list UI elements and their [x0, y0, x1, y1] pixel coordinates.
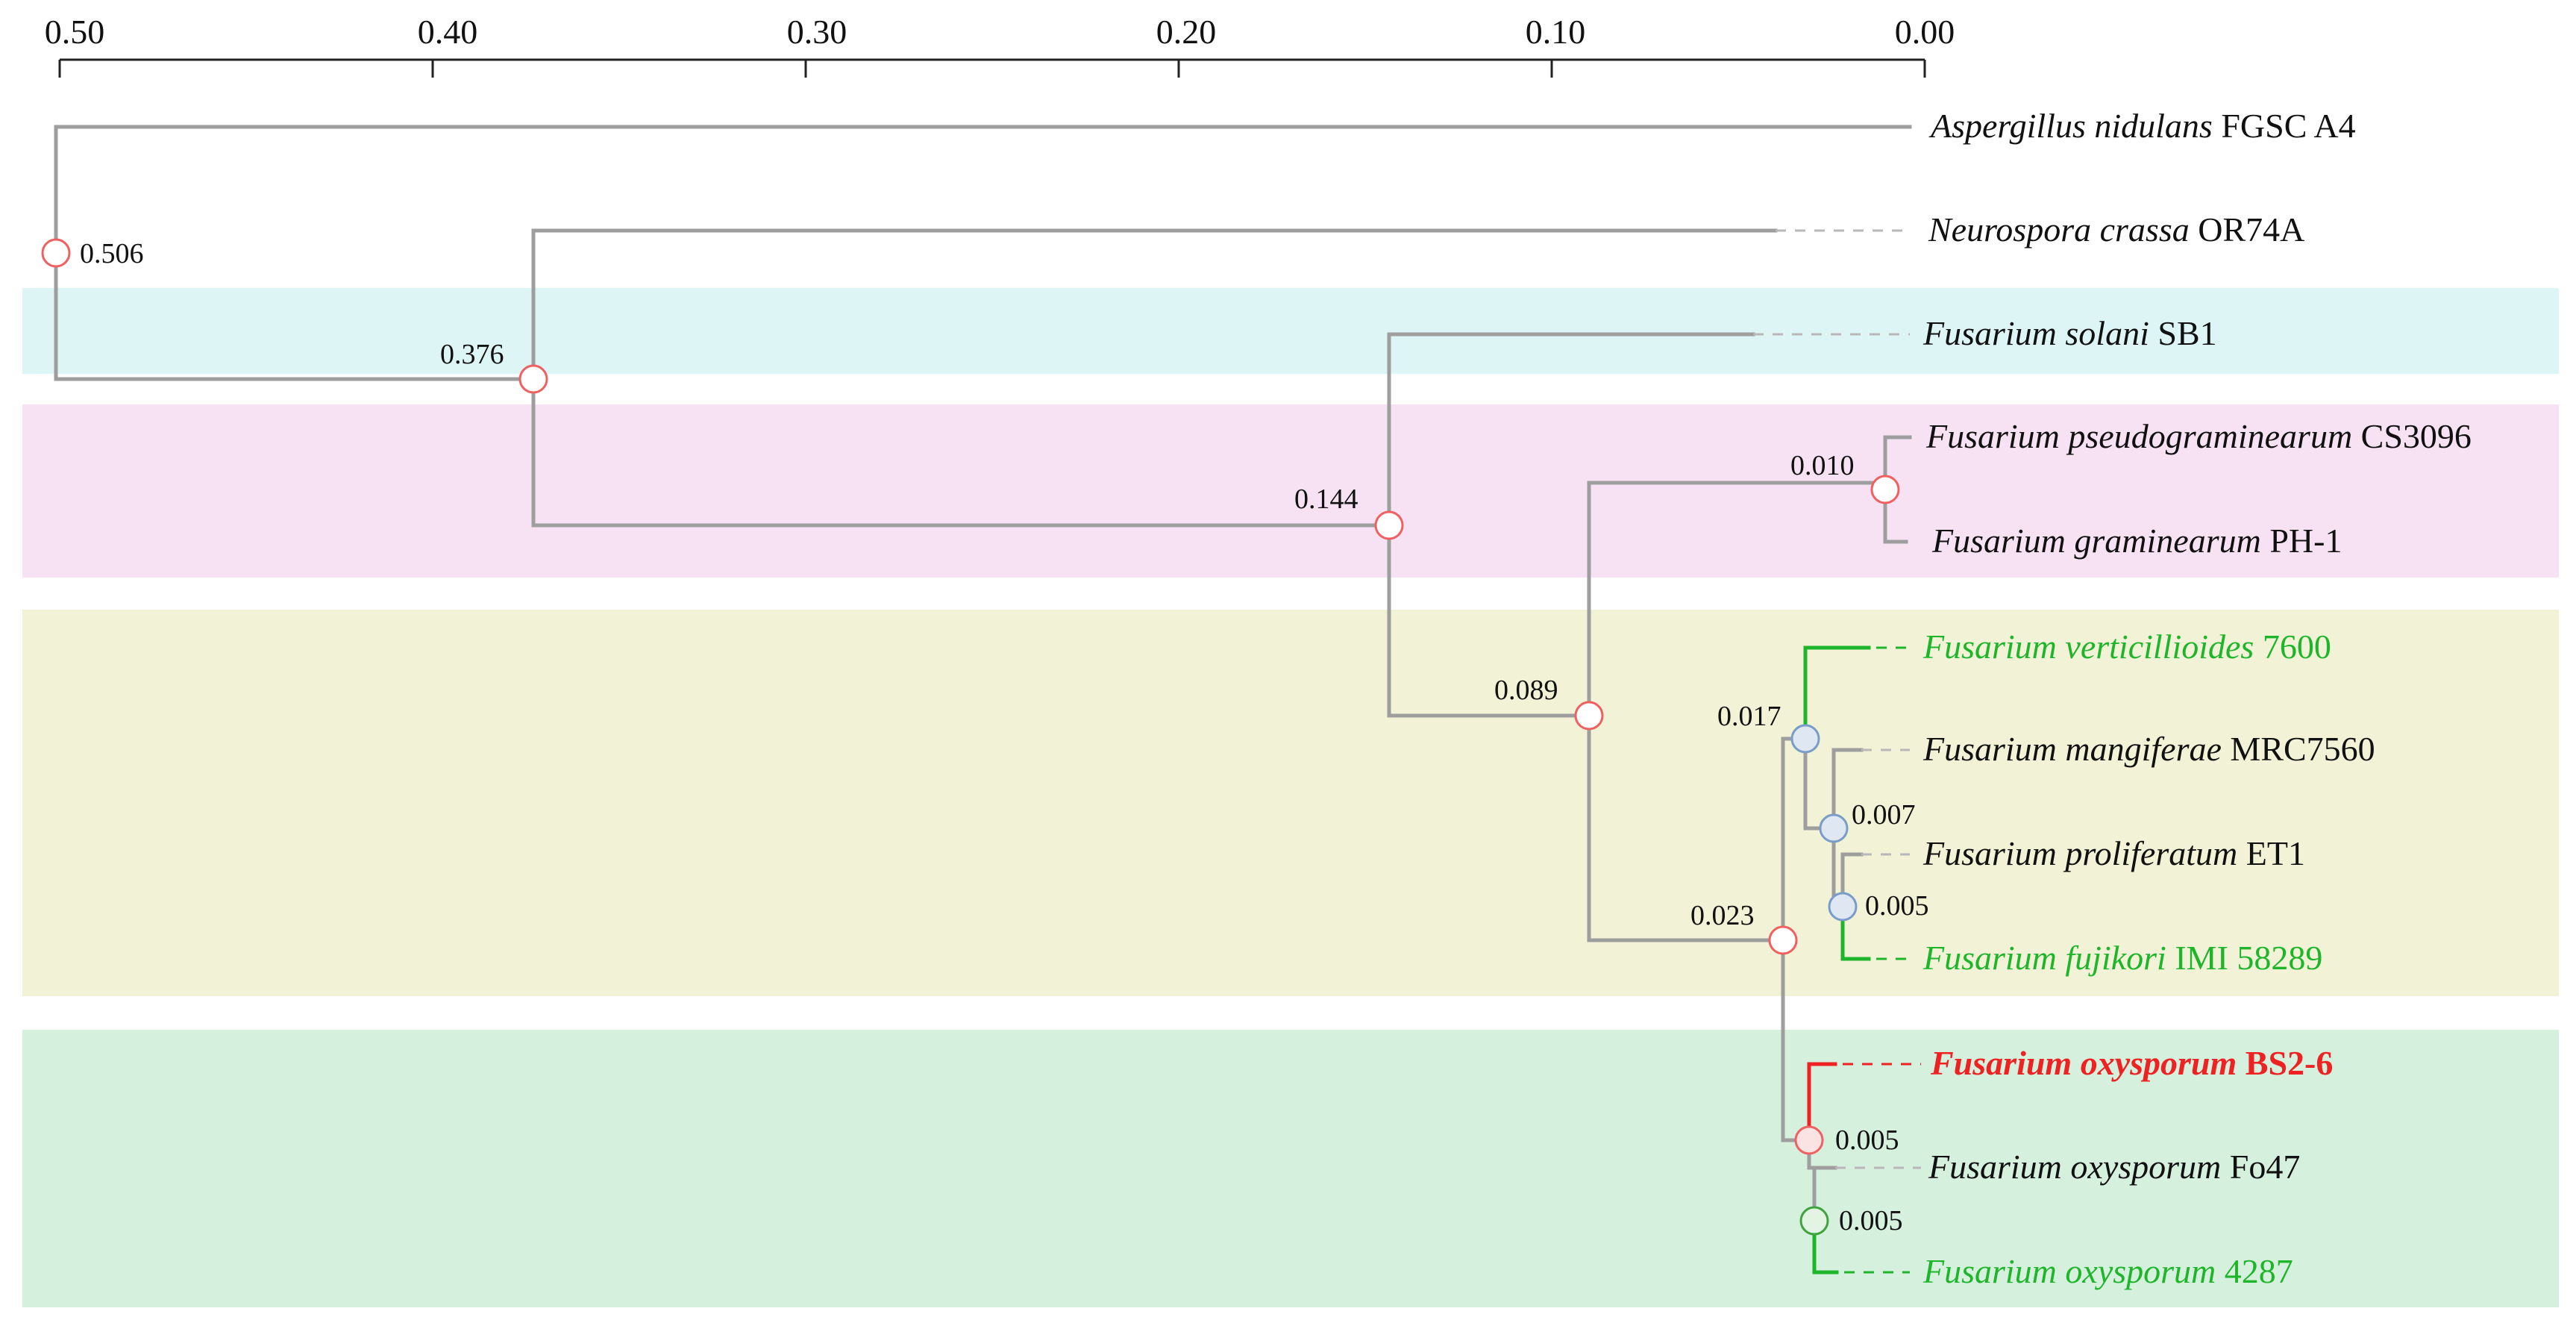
distance-axis: [58, 58, 1926, 78]
taxon-fusarium-oxysporum-fo47: Fusarium oxysporum Fo47: [1928, 1148, 2300, 1186]
clade-bands: [22, 288, 2559, 1307]
highlight-branches: [1803, 645, 1871, 1275]
node-n2: [518, 364, 548, 394]
node-n4: [1870, 475, 1900, 504]
node-label-n8: 0.007: [1852, 799, 1916, 831]
axis-tick-label: 0.50: [45, 13, 105, 51]
node-n7: [1790, 724, 1820, 754]
node-n1: [41, 238, 71, 268]
axis-tick-labels: 0.50 0.40 0.30 0.20 0.10 0.00: [45, 13, 1955, 51]
taxon-fusarium-solani: Fusarium solani SB1: [1922, 314, 2217, 352]
band-oxysporum-complex: [22, 1030, 2559, 1307]
taxon-fusarium-pseudograminearum: Fusarium pseudograminearum CS3096: [1925, 417, 2472, 455]
node-label-n6: 0.023: [1690, 900, 1755, 931]
node-labels: 0.506 0.376 0.144 0.010 0.089 0.023 0.01…: [80, 238, 1929, 1236]
node-label-n9: 0.005: [1865, 890, 1929, 922]
leaf-extensions: [1753, 229, 1921, 1274]
band-fujikuroi-complex: [22, 610, 2559, 996]
node-n3: [1374, 510, 1404, 540]
taxon-neurospora-crassa: Neurospora crassa OR74A: [1928, 210, 2304, 248]
taxon-fusarium-mangiferae: Fusarium mangiferae MRC7560: [1922, 730, 2375, 768]
node-label-n2: 0.376: [440, 339, 504, 370]
taxon-fusarium-oxysporum-4287: Fusarium oxysporum 4287: [1922, 1252, 2293, 1290]
taxon-labels: Aspergillus nidulans FGSC A4 Neurospora …: [1922, 107, 2472, 1290]
node-label-n4: 0.010: [1790, 450, 1855, 481]
node-n5: [1574, 701, 1604, 731]
axis-tick-label: 0.40: [418, 13, 478, 51]
taxon-fusarium-graminearum: Fusarium graminearum PH-1: [1931, 522, 2342, 560]
node-n10: [1794, 1125, 1824, 1155]
axis-tick-label: 0.10: [1526, 13, 1586, 51]
node-label-n11: 0.005: [1839, 1205, 1903, 1236]
branch-verticillioides: [1803, 645, 1871, 741]
node-n11: [1799, 1206, 1829, 1236]
branch-fujikori: [1840, 904, 1871, 961]
axis-tick-label: 0.30: [787, 13, 847, 51]
node-n8: [1819, 813, 1849, 843]
node-label-n10: 0.005: [1835, 1125, 1899, 1156]
taxon-fusarium-proliferatum: Fusarium proliferatum ET1: [1922, 834, 2305, 872]
node-label-n1: 0.506: [80, 238, 144, 269]
taxon-aspergillus-nidulans: Aspergillus nidulans FGSC A4: [1928, 107, 2356, 145]
node-label-n3: 0.144: [1294, 484, 1358, 515]
taxon-fusarium-fujikori: Fusarium fujikori IMI 58289: [1922, 939, 2322, 977]
internal-nodes: [41, 238, 1900, 1236]
band-fusarium-solani: [22, 288, 2559, 374]
branch-oxysporum-bs2-6: [1807, 1062, 1837, 1142]
axis-tick-label: 0.20: [1156, 13, 1217, 51]
band-graminearum-clade: [22, 404, 2559, 578]
taxon-fusarium-oxysporum-bs2-6: Fusarium oxysporum BS2-6: [1930, 1044, 2333, 1082]
node-label-n5: 0.089: [1494, 675, 1558, 706]
node-label-n7: 0.017: [1717, 701, 1781, 732]
taxon-fusarium-verticillioides: Fusarium verticillioides 7600: [1922, 628, 2331, 666]
node-n6: [1768, 925, 1798, 955]
axis-tick-label: 0.00: [1895, 13, 1955, 51]
branch-oxysporum-4287: [1812, 1219, 1839, 1275]
node-n9: [1828, 892, 1858, 922]
